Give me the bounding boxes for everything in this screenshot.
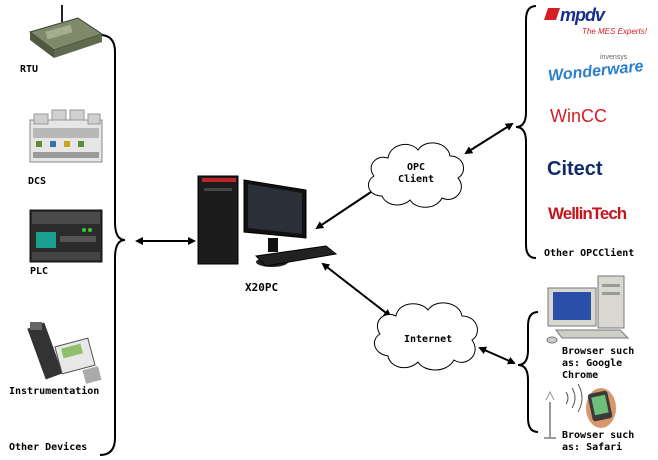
brand-wonderware-subtitle: invensys — [600, 54, 628, 61]
arrow-pc-opc — [315, 186, 379, 230]
arrow-opc-clients — [464, 122, 514, 155]
left-bracket — [99, 34, 126, 456]
device-label-dcs: DCS — [28, 176, 47, 187]
internet-cloud — [373, 302, 478, 371]
device-label-instrumentation: Instrumentation — [9, 386, 100, 397]
smartphone-icon — [544, 383, 616, 439]
arrow-internet-browsers — [478, 346, 516, 365]
browser-safari-line-1: Browser such — [562, 430, 635, 441]
dcs-icon — [29, 109, 103, 163]
internet-cloud-label: Internet — [404, 334, 453, 345]
browser-safari-label: Browser such as: Safari — [562, 430, 634, 454]
browser-chrome-line-3: Chrome — [562, 370, 599, 381]
browser-chrome-line-2: as: Google — [562, 358, 623, 369]
brand-mpdv-tagline: The MES Experts! — [582, 27, 647, 36]
desktop-computer-icon — [546, 275, 630, 344]
center-pc-label: X20PC — [245, 281, 279, 294]
browser-safari-line-2: as: Safari — [562, 442, 623, 453]
right-bottom-bracket — [517, 311, 539, 433]
brand-wincc: WinCC — [550, 106, 607, 126]
browser-chrome-label: Browser such as: Google Chrome — [562, 346, 634, 382]
device-label-plc: PLC — [30, 266, 49, 277]
instrument-icon — [27, 322, 102, 384]
opc-cloud-line-2: Client — [397, 174, 435, 185]
mpdv-logo — [544, 8, 560, 20]
opc-cloud-line-1: OPC — [406, 162, 426, 173]
browser-chrome-line-1: Browser such — [562, 346, 635, 357]
rtu-icon — [28, 5, 104, 58]
brand-citect: Citect — [547, 158, 603, 180]
opc-cloud-label: OPC Client — [386, 162, 446, 186]
arrow-pc-internet — [321, 262, 392, 318]
device-label-rtu: RTU — [20, 64, 39, 75]
right-top-bracket — [515, 5, 537, 259]
brand-wellintech: WellinTech — [548, 204, 627, 223]
other-opc-client-label: Other OPCClient — [544, 248, 635, 259]
opc-client-cloud — [367, 142, 465, 208]
plc-icon — [29, 209, 103, 263]
desktop-pc-icon — [197, 175, 338, 267]
device-label-other-devices: Other Devices — [9, 442, 88, 453]
brand-mpdv: mpdv — [560, 5, 605, 25]
